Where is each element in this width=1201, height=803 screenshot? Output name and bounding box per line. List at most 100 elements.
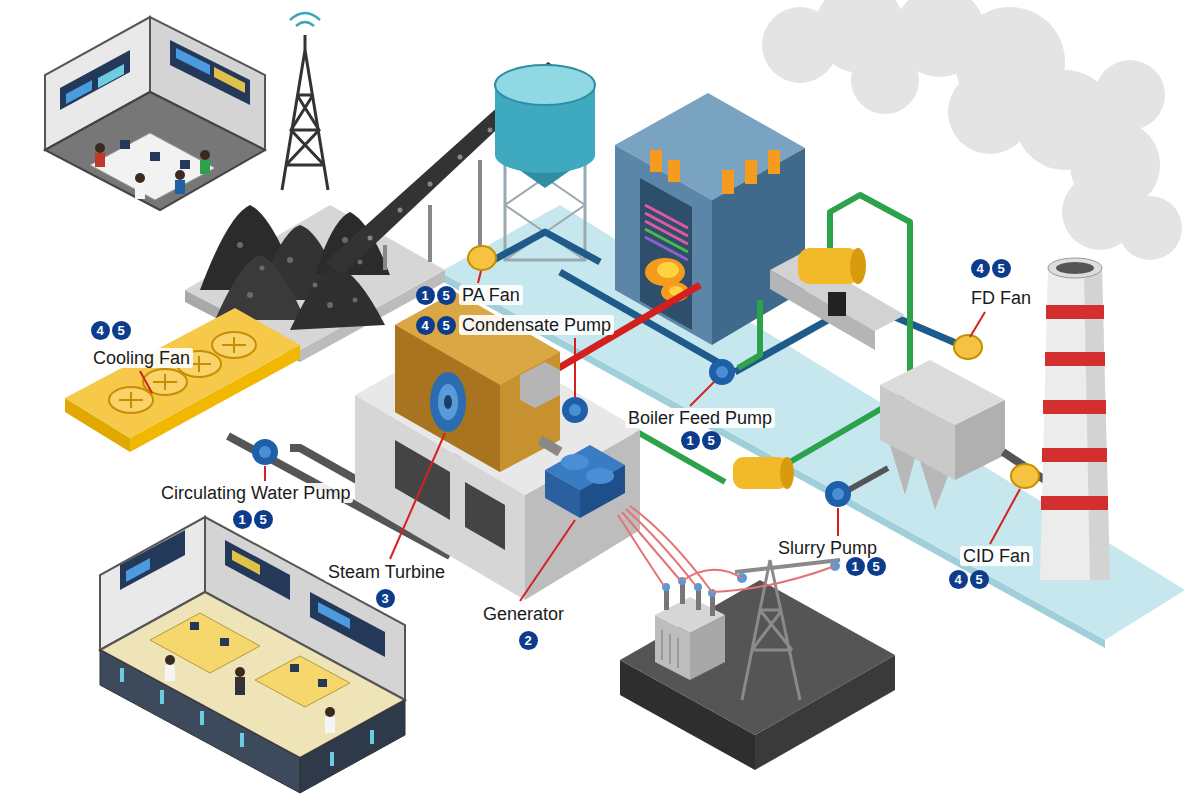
leader-line xyxy=(690,382,714,406)
leader-line xyxy=(264,466,266,481)
chimney xyxy=(1043,400,1106,414)
substation xyxy=(620,580,895,735)
cooling-fan-unit xyxy=(65,308,300,452)
boiler xyxy=(645,237,688,260)
substation xyxy=(662,630,678,668)
substation xyxy=(742,560,800,700)
condensate-pipe xyxy=(738,300,760,368)
data-center xyxy=(235,667,245,677)
callout-number: 5 xyxy=(112,321,131,340)
pump xyxy=(252,439,278,465)
chimney xyxy=(1056,262,1094,274)
leader-line xyxy=(990,489,1020,544)
pump xyxy=(259,446,271,458)
coal-yard xyxy=(260,266,265,271)
part-label: Steam Turbine xyxy=(325,562,448,582)
callout-number: 1 xyxy=(846,557,865,576)
cooling-fan-unit xyxy=(65,308,300,438)
coal-yard xyxy=(290,265,385,330)
cooling-fan-unit xyxy=(222,337,246,353)
data-center xyxy=(240,733,244,747)
data-center xyxy=(165,655,175,665)
conveyor-belt xyxy=(368,236,373,241)
data-center xyxy=(120,530,185,590)
coal-yard xyxy=(215,255,305,320)
callout-number: 5 xyxy=(437,316,456,335)
steam-turbine xyxy=(444,395,452,409)
power-line xyxy=(682,570,742,581)
coal-yard xyxy=(327,302,333,308)
chimney xyxy=(1045,352,1105,366)
leader-line xyxy=(478,271,481,283)
steam-turbine xyxy=(520,362,560,408)
callout-number: 5 xyxy=(437,286,456,305)
boiler xyxy=(645,258,685,286)
cooling-fan-unit xyxy=(143,369,187,395)
data-center xyxy=(255,656,350,707)
data-center xyxy=(318,602,350,629)
generator xyxy=(540,440,560,452)
leader-line xyxy=(574,338,576,397)
precipitator xyxy=(920,461,948,510)
fan xyxy=(954,335,982,359)
substation xyxy=(620,560,895,770)
generator xyxy=(540,440,625,518)
data-center xyxy=(232,550,260,575)
steam-turbine xyxy=(430,372,466,432)
data-center xyxy=(225,540,290,600)
chimney xyxy=(1048,258,1102,278)
smoke-cloud xyxy=(762,0,1182,260)
part-label: Generator xyxy=(480,604,567,624)
boiler xyxy=(615,145,712,345)
leader-line xyxy=(140,371,152,393)
boiler xyxy=(768,150,780,174)
turbine-platform xyxy=(395,440,450,520)
control-room xyxy=(180,160,190,169)
control-room xyxy=(135,173,145,183)
callout-number: 4 xyxy=(949,570,968,589)
coal-yard xyxy=(287,257,293,263)
data-center xyxy=(235,677,245,695)
leader-line xyxy=(837,508,839,536)
pump xyxy=(832,488,844,500)
generator xyxy=(580,465,625,518)
data-center xyxy=(330,752,334,766)
substation xyxy=(664,588,669,610)
callout-number: 4 xyxy=(416,316,435,335)
precipitator xyxy=(845,468,888,492)
precipitator xyxy=(845,360,1045,510)
chimney xyxy=(1042,448,1107,462)
radio-tower xyxy=(282,50,328,190)
conveyor-belt xyxy=(488,128,493,133)
cooling-fan-unit xyxy=(119,392,143,408)
pump xyxy=(709,359,735,385)
callout-number: 5 xyxy=(702,431,721,450)
data-center xyxy=(220,638,229,646)
boiler xyxy=(722,170,734,194)
callout-number: 3 xyxy=(376,589,395,608)
coal-yard xyxy=(237,242,243,248)
control-room xyxy=(66,80,92,104)
coal-yard xyxy=(358,260,363,265)
control-room xyxy=(170,40,250,105)
control-room xyxy=(135,183,145,199)
power-line xyxy=(630,506,712,592)
part-label: Circulating Water Pump xyxy=(158,483,353,503)
control-room xyxy=(98,64,124,88)
control-room xyxy=(120,140,130,149)
tank xyxy=(850,248,866,284)
pump xyxy=(716,366,728,378)
part-label: FD Fan xyxy=(968,288,1034,308)
conveyor-belt xyxy=(458,155,463,160)
flue-duct xyxy=(828,292,846,316)
data-center xyxy=(318,679,327,687)
boiler xyxy=(657,262,679,278)
tank xyxy=(733,248,866,489)
data-center xyxy=(150,613,260,673)
pump xyxy=(562,397,588,423)
smoke-cloud xyxy=(1118,196,1182,260)
callout-number: 1 xyxy=(416,286,435,305)
cooling-fan-unit xyxy=(109,387,153,413)
